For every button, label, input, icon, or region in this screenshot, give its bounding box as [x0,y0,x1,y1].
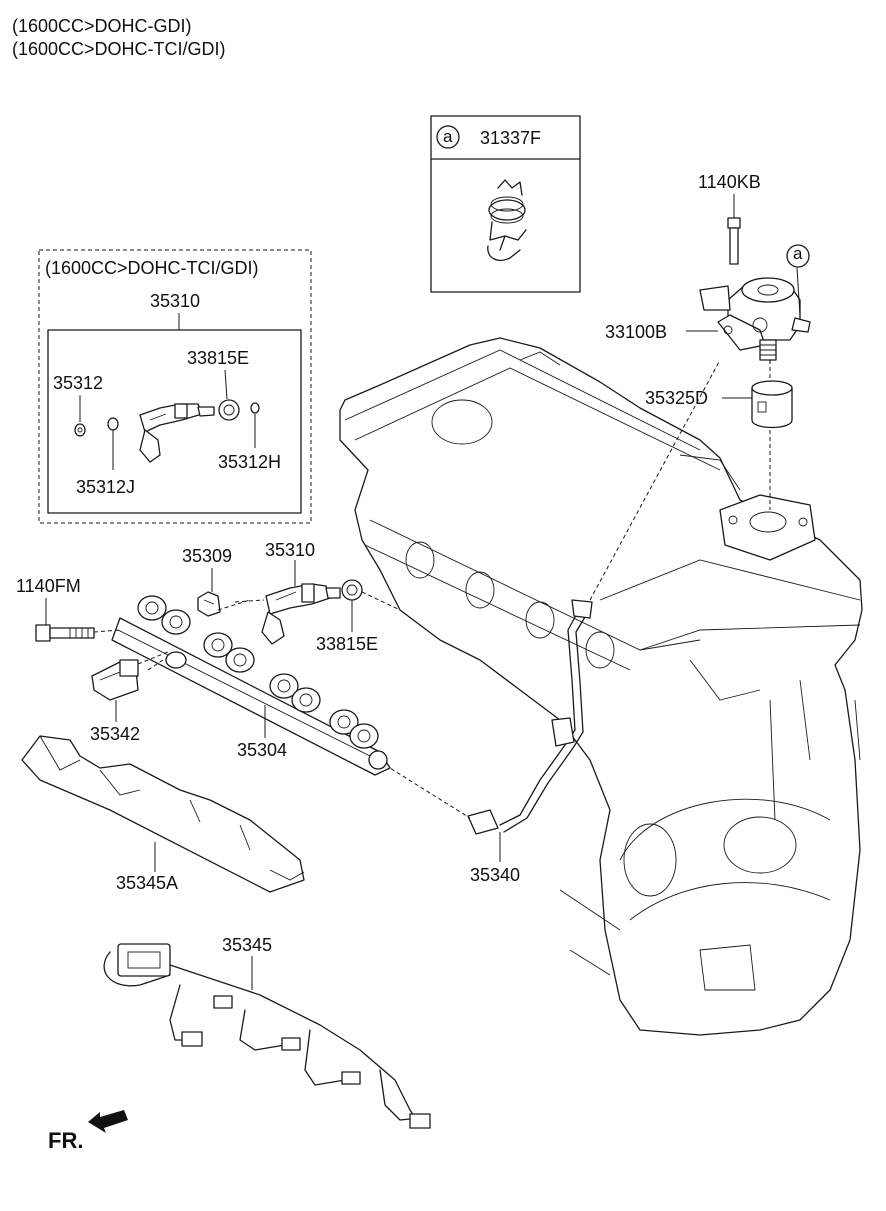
sub-assembly-washer-label: 35312 [53,373,104,393]
engine-block [339,337,863,1036]
callout-harness: 35345 [222,935,273,955]
pump-33100b-drawing [686,194,811,361]
callout-bolt-top: 1140KB [698,172,761,192]
fuel-rail-35304-drawing [111,595,391,776]
sub-assembly-ring-j-label: 35312J [76,477,136,497]
pipe-35340-drawing [384,359,721,862]
header-condition-1: (1600CC>DOHC-GDI) [12,16,192,36]
callout-marker-a: a [793,244,803,263]
direction-label: FR. [48,1128,84,1153]
callout-fuel-rail: 35304 [237,740,288,760]
cup-35325d-drawing [722,360,793,510]
sub-assembly-condition: (1600CC>DOHC-TCI/GDI) [45,258,259,278]
callout-pump-cup: 35325D [645,388,709,408]
callout-clip: 35309 [182,546,233,566]
sub-assembly-seal-label: 33815E [187,348,250,368]
callout-seal: 33815E [316,634,379,654]
callout-pressure-sensor: 35342 [90,724,141,744]
sensor-35342-drawing [91,651,169,722]
sub-assembly-frame [38,249,312,524]
callout-heat-shield: 35345A [116,873,179,893]
bolt-1140fm-drawing [35,598,121,642]
sub-assembly-parts [74,369,260,470]
heat-shield-35345a-drawing [21,735,305,893]
sub-assembly-number: 35310 [150,291,201,311]
detail-box-frame [430,115,581,293]
callout-hp-pipe: 35340 [470,865,521,885]
callout-pump: 33100B [605,322,668,342]
callout-bolt-rail: 1140FM [16,576,81,596]
clip-31337f-drawing [487,179,527,261]
callout-injector: 35310 [265,540,316,560]
header-condition-2: (1600CC>DOHC-TCI/GDI) [12,39,226,59]
harness-35345-drawing [103,943,431,1129]
sub-assembly-ring-h-label: 35312H [218,452,282,472]
detail-box-part-number: 31337F [480,128,542,148]
detail-box-marker: a [443,127,453,146]
front-arrow-icon [88,1110,128,1133]
injector-35310-drawing [197,560,401,645]
